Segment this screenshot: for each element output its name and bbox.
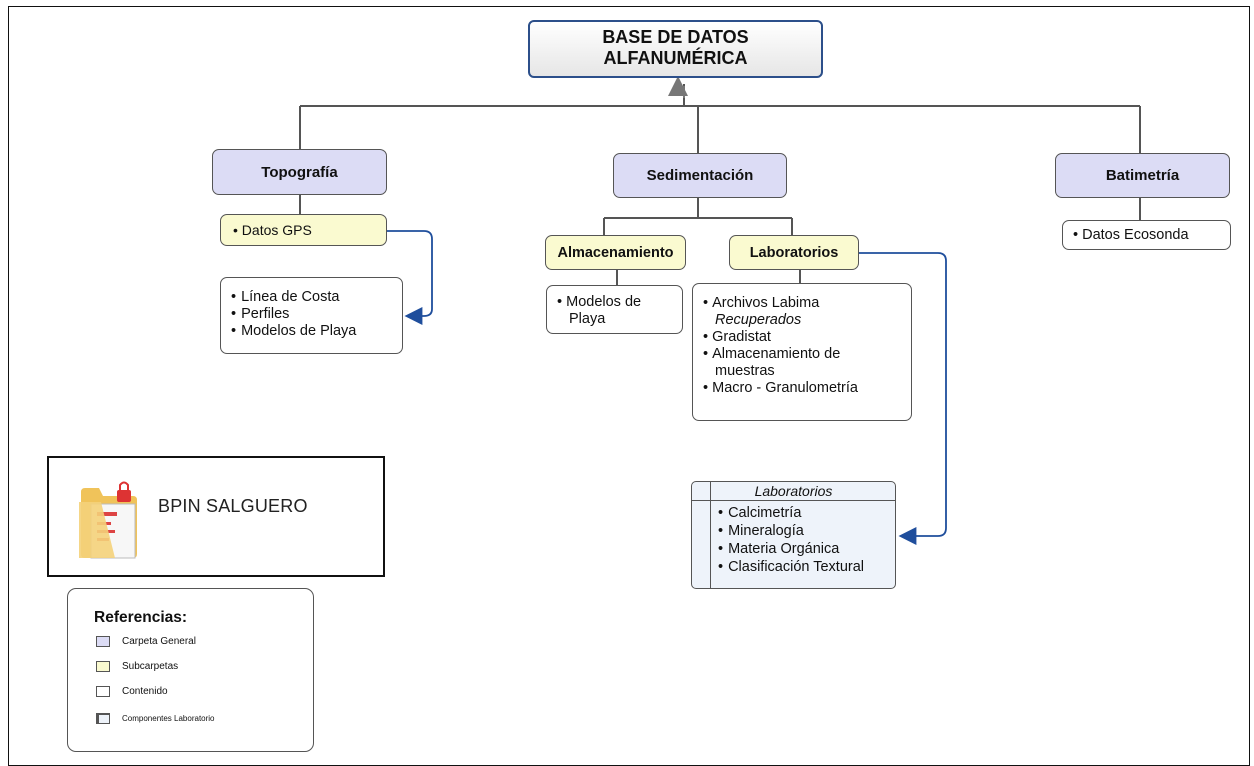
legend-swatch	[96, 686, 110, 697]
list-item-continuation: Playa	[569, 311, 606, 327]
root-title-line1: BASE DE DATOS	[602, 27, 749, 47]
node-batimetria-label: Batimetría	[1105, 167, 1180, 184]
legend-swatch	[96, 713, 110, 724]
legend-swatch	[96, 636, 110, 647]
list-item: Calcimetría	[718, 504, 895, 522]
list-item-continuation: Recuperados	[715, 312, 802, 328]
node-batimetria-content: • Datos Ecosonda	[1062, 220, 1231, 250]
lab-components-box: Laboratorios Calcimetría Mineralogía Mat…	[691, 481, 896, 589]
node-almacenamiento-label: Almacenamiento	[557, 244, 674, 261]
legend-item-componentes-laboratorio: Componentes Laboratorio	[96, 713, 215, 724]
bpin-panel: BPIN SALGUERO	[47, 456, 385, 577]
node-sedimentacion: Sedimentación	[613, 153, 787, 198]
list-item: Datos Ecosonda	[1082, 227, 1189, 243]
list-item: Clasificación Textural	[718, 558, 895, 576]
list-item-continuation: muestras	[715, 363, 775, 379]
locked-folder-icon	[79, 481, 137, 559]
list-item: Gradistat	[712, 329, 771, 345]
list-item: Mineralogía	[718, 522, 895, 540]
list-item: Línea de Costa	[231, 289, 392, 306]
node-almacenamiento-content: • Modelos de Playa	[546, 285, 683, 334]
list-item: Archivos Labima	[712, 295, 820, 311]
root-node: BASE DE DATOS ALFANUMÉRICA	[528, 20, 823, 78]
list-item: Modelos de	[566, 294, 642, 310]
list-item: Almacenamiento de	[712, 346, 841, 362]
legend-item-carpeta-general: Carpeta General	[96, 636, 196, 647]
list-item: Materia Orgánica	[718, 540, 895, 558]
node-laboratorios-content: • Archivos Labima Recuperados • Gradista…	[692, 283, 912, 421]
lab-components-title: Laboratorios	[692, 482, 895, 501]
legend-label: Componentes Laboratorio	[122, 714, 215, 723]
legend-label: Carpeta General	[122, 636, 196, 647]
node-laboratorios: Laboratorios	[729, 235, 859, 270]
legend-item-subcarpetas: Subcarpetas	[96, 661, 178, 672]
legend-swatch	[96, 661, 110, 672]
node-topografia: Topografía	[212, 149, 387, 195]
node-batimetria: Batimetría	[1055, 153, 1230, 198]
node-datos-gps: • Datos GPS	[220, 214, 387, 246]
bpin-label: BPIN SALGUERO	[158, 496, 308, 516]
node-sedimentacion-label: Sedimentación	[646, 167, 754, 184]
legend-label: Subcarpetas	[122, 661, 179, 672]
references-legend: Referencias: Carpeta General Subcarpetas…	[67, 588, 314, 752]
list-item: Modelos de Playa	[231, 323, 392, 340]
node-laboratorios-label: Laboratorios	[749, 244, 839, 261]
node-topografia-content: Línea de Costa Perfiles Modelos de Playa	[220, 277, 403, 354]
list-item: Perfiles	[231, 306, 392, 323]
root-title-line2: ALFANUMÉRICA	[603, 48, 748, 68]
legend-item-contenido: Contenido	[96, 686, 168, 697]
node-datos-gps-label: Datos GPS	[241, 222, 312, 238]
lab-components-divider	[710, 482, 711, 588]
list-item: Macro - Granulometría	[712, 380, 858, 396]
legend-label: Contenido	[122, 686, 168, 697]
node-almacenamiento: Almacenamiento	[545, 235, 686, 270]
node-topografia-label: Topografía	[261, 163, 338, 181]
references-title: Referencias:	[94, 609, 188, 626]
